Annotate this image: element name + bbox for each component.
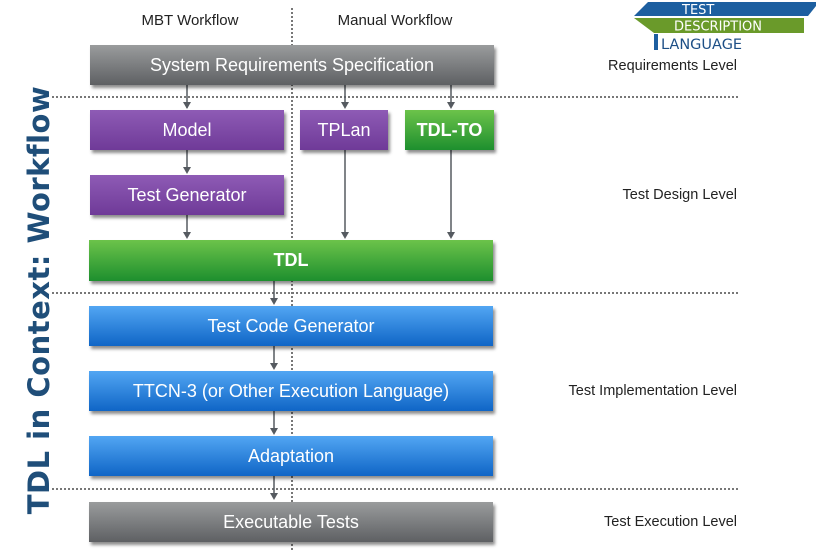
box-tplan: TPLan xyxy=(300,110,388,150)
level-label-requirements: Requirements Level xyxy=(608,58,737,74)
logo-line2: DESCRIPTION xyxy=(674,20,762,35)
arrowhead-tdlto xyxy=(447,102,455,109)
box-test-code-generator: Test Code Generator xyxy=(89,306,493,346)
arrowhead-codegen xyxy=(270,298,278,305)
box-label: Test Generator xyxy=(127,184,247,205)
logo-line1: TEST xyxy=(681,3,714,18)
box-executable-tests: Executable Tests xyxy=(89,502,493,542)
box-label: TDL xyxy=(273,250,309,270)
arrowhead-tdl-1 xyxy=(183,232,191,239)
box-tdl: TDL xyxy=(89,240,493,281)
column-header-mbt: MBT Workflow xyxy=(141,12,239,29)
arrowhead-exec xyxy=(270,493,278,500)
box-label: TDL-TO xyxy=(416,119,483,140)
level-label-implementation: Test Implementation Level xyxy=(568,383,737,399)
arrowhead-model xyxy=(183,102,191,109)
box-label: Model xyxy=(162,119,212,140)
box-label: System Requirements Specification xyxy=(149,54,435,75)
box-label: Test Code Generator xyxy=(207,315,375,336)
box-tdl-to: TDL-TO xyxy=(405,110,494,150)
box-label: Adaptation xyxy=(247,445,335,466)
level-label-execution: Test Execution Level xyxy=(604,514,737,530)
box-label: TTCN-3 (or Other Execution Language) xyxy=(132,380,450,401)
logo-line3: LANGUAGE xyxy=(661,37,742,52)
level-label-design: Test Design Level xyxy=(622,187,737,203)
tdl-logo: TEST DESCRIPTION LANGUAGE xyxy=(634,2,816,52)
box-label: TPLan xyxy=(317,119,371,140)
level-divider-1 xyxy=(52,96,738,98)
box-label: Executable Tests xyxy=(223,511,359,532)
arrowhead-ttcn3 xyxy=(270,363,278,370)
arrowhead-tdl-2 xyxy=(341,232,349,239)
column-header-manual: Manual Workflow xyxy=(337,12,453,29)
logo-bracket xyxy=(654,34,658,50)
logo-blue-band xyxy=(634,2,816,16)
box-model: Model xyxy=(90,110,284,150)
logo-green-band xyxy=(634,18,804,33)
box-adaptation: Adaptation xyxy=(89,436,493,476)
arrowhead-tplan xyxy=(341,102,349,109)
box-system-requirements: System Requirements Specification xyxy=(90,45,494,85)
level-divider-3 xyxy=(52,488,738,490)
arrowhead-adaptation xyxy=(270,428,278,435)
box-ttcn3: TTCN-3 (or Other Execution Language) xyxy=(89,371,493,411)
arrowhead-generator xyxy=(183,167,191,174)
level-divider-2 xyxy=(52,292,738,294)
arrowhead-tdl-3 xyxy=(447,232,455,239)
box-test-generator: Test Generator xyxy=(90,175,284,215)
